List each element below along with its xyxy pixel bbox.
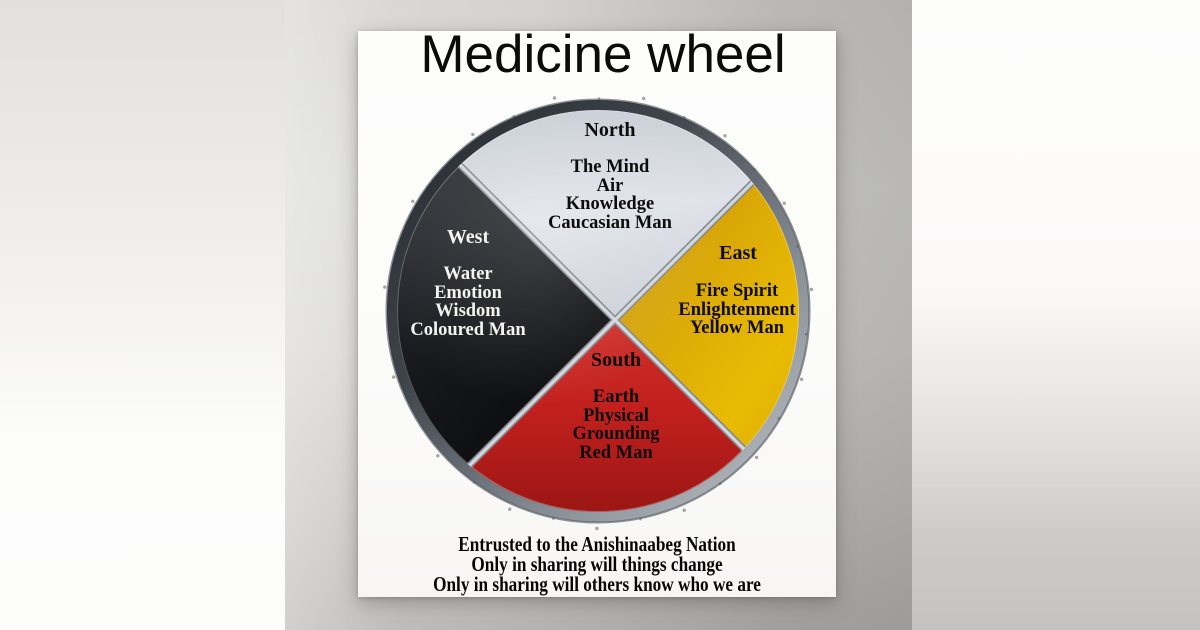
rivet-dot [392, 375, 396, 379]
poster-title: Medicine wheel [420, 25, 786, 84]
rivet-dot [597, 97, 601, 100]
rivet-dot [639, 517, 642, 521]
rivet-dot [512, 115, 516, 118]
rivet-dot [388, 330, 391, 334]
rivet-dot [682, 508, 686, 512]
rivet-dot [782, 201, 786, 205]
text-line: Air [596, 175, 624, 196]
rivet-dot [414, 415, 418, 418]
rivet-dot [552, 96, 557, 100]
rivet-dot [595, 526, 599, 531]
rivet-dot [723, 134, 727, 138]
rivet-dot [436, 454, 440, 458]
text-line: Red Man [579, 442, 653, 463]
text-line: Only in sharing will things change [471, 552, 723, 576]
text-line: Emotion [434, 282, 502, 303]
rivet-dot [754, 455, 759, 460]
text-line: Only in sharing will others know who we … [433, 572, 761, 596]
rivet-dot [642, 96, 646, 101]
rivet-dot [508, 507, 512, 511]
quadrant-west-label: West [446, 226, 490, 248]
text-line: Grounding [572, 424, 660, 444]
background-wall-right [912, 0, 1200, 630]
background-wall-left [0, 0, 285, 630]
rivet-dot [799, 377, 804, 381]
text-line: Enlightenment [678, 299, 796, 320]
quadrant-east-label: East [719, 242, 757, 264]
rim-inner-highlight [397, 110, 799, 512]
rim-rivets [383, 96, 814, 531]
text-line: Yellow Man [689, 318, 785, 338]
rivet-dot [804, 333, 808, 336]
text-line: Caucasian Man [548, 212, 672, 233]
rivet-dot [552, 517, 555, 520]
rim-outer-edge [385, 98, 811, 524]
text-line: Physical [583, 405, 649, 426]
rivet-dot [682, 116, 686, 119]
rivet-dot [411, 199, 415, 203]
rivet-dot [796, 245, 799, 248]
rivet-dot [753, 168, 756, 171]
rivet-dot [777, 416, 781, 420]
text-line: Fire Spirit [695, 281, 779, 301]
text-line: Entrusted to the Anishinaabeg Nation [458, 532, 736, 556]
rivet-dot [809, 287, 814, 292]
rivet-dot [441, 166, 445, 170]
text-line: The Mind [570, 157, 650, 177]
text-line: Coloured Man [410, 319, 526, 340]
rivet-dot [397, 243, 401, 246]
metal-rim [387, 100, 809, 522]
rivet-dot [471, 132, 475, 137]
quadrant-south-label: South [590, 349, 642, 371]
text-line: Knowledge [565, 194, 655, 214]
quadrant-north-label: North [584, 119, 636, 141]
glare-overlay [394, 107, 802, 515]
text-line: Wisdom [435, 301, 501, 321]
rivet-dot [472, 481, 476, 484]
rivet-dot [383, 285, 387, 289]
medicine-wheel-image [383, 96, 814, 531]
poster: Medicine wheel [358, 28, 836, 597]
text-line: Water [443, 264, 493, 284]
text-line: Earth [592, 387, 640, 407]
rivet-dot [718, 482, 722, 485]
